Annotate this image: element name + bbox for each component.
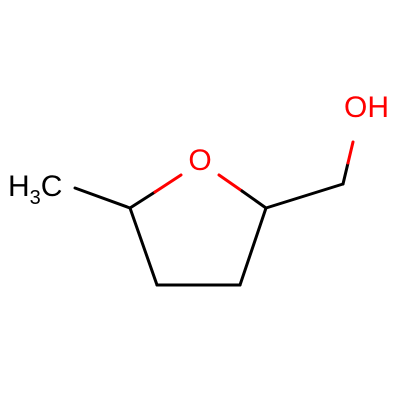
bond-c2-ch2 xyxy=(264,182,345,210)
methyl-h: H xyxy=(8,170,30,203)
bond-c5-o-oxygen-half xyxy=(153,173,183,194)
methyl-c: C xyxy=(41,170,63,203)
hydroxyl-label: OH xyxy=(344,91,389,124)
bond-o-c2-carbon-half xyxy=(240,189,268,210)
bond-c5-o-carbon-half xyxy=(128,190,157,210)
bond-c3-c2 xyxy=(238,206,268,287)
bond-o-c2-oxygen-half xyxy=(217,173,244,193)
methyl-subscript: 3 xyxy=(30,187,41,209)
bond-c5-c4 xyxy=(128,206,159,287)
methyl-label: H3C xyxy=(8,170,62,209)
bond-ch2-oh-carbon-half xyxy=(341,161,350,186)
bond-ch2-oh-oxygen-half xyxy=(346,140,355,165)
bonds xyxy=(73,140,355,287)
ring-oxygen-label: O xyxy=(188,144,211,177)
bond-methyl-c5 xyxy=(73,186,132,210)
